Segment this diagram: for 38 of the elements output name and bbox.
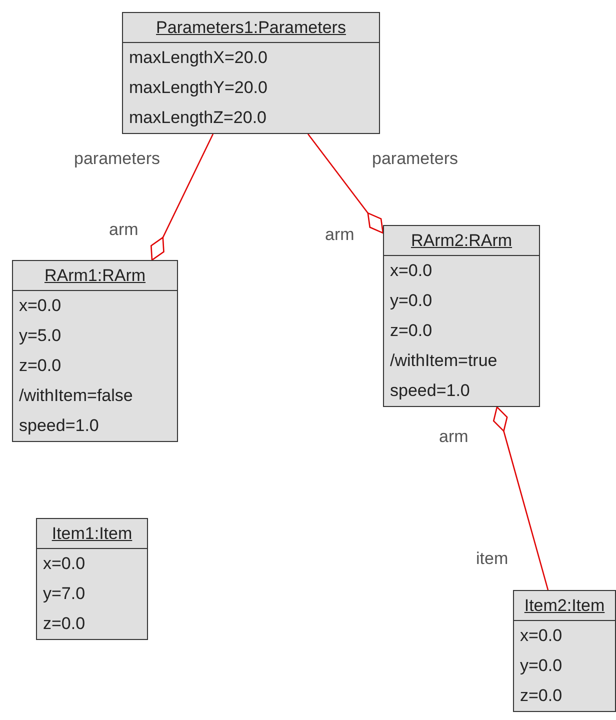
object-box xyxy=(383,225,540,407)
role-name: parameters xyxy=(74,149,160,169)
attribute-text: /withItem=true xyxy=(390,350,498,372)
attribute-text: y=5.0 xyxy=(19,325,62,347)
object-name: Item1:Item xyxy=(52,524,132,543)
attribute-text: /withItem=false xyxy=(19,385,133,407)
object-name: RArm1:RArm xyxy=(44,266,146,285)
attribute-text: x=0.0 xyxy=(520,625,562,647)
role-name: arm xyxy=(439,427,468,447)
object-box xyxy=(513,590,616,712)
attribute-text: x=0.0 xyxy=(43,553,86,575)
attribute-text: maxLengthX=20.0 xyxy=(129,47,268,69)
object-name: Item2:Item xyxy=(524,596,605,615)
attribute-text: x=0.0 xyxy=(19,295,62,317)
object-box xyxy=(36,518,148,640)
role-name: parameters xyxy=(372,149,458,169)
attribute-text: y=0.0 xyxy=(520,655,562,677)
attribute-text: z=0.0 xyxy=(390,320,432,342)
aggregation-line xyxy=(492,406,549,590)
aggregation-line xyxy=(150,134,214,261)
role-name: arm xyxy=(325,225,354,245)
attribute-text: z=0.0 xyxy=(19,355,62,377)
object-name: Parameters1:Parameters xyxy=(156,18,346,37)
object-box xyxy=(12,260,178,442)
attribute-text: maxLengthY=20.0 xyxy=(129,77,268,99)
attribute-text: z=0.0 xyxy=(43,613,86,635)
aggregation-line xyxy=(307,134,384,234)
attribute-text: y=7.0 xyxy=(43,583,86,605)
attribute-text: x=0.0 xyxy=(390,260,432,282)
attribute-text: z=0.0 xyxy=(520,685,562,707)
object-name: RArm2:RArm xyxy=(410,231,512,250)
role-name: item xyxy=(476,549,508,569)
attribute-text: speed=1.0 xyxy=(19,415,99,437)
attribute-text: speed=1.0 xyxy=(390,380,470,402)
attribute-text: maxLengthZ=20.0 xyxy=(129,107,267,129)
attribute-text: y=0.0 xyxy=(390,290,432,312)
object-box xyxy=(122,12,380,134)
role-name: arm xyxy=(109,220,138,240)
